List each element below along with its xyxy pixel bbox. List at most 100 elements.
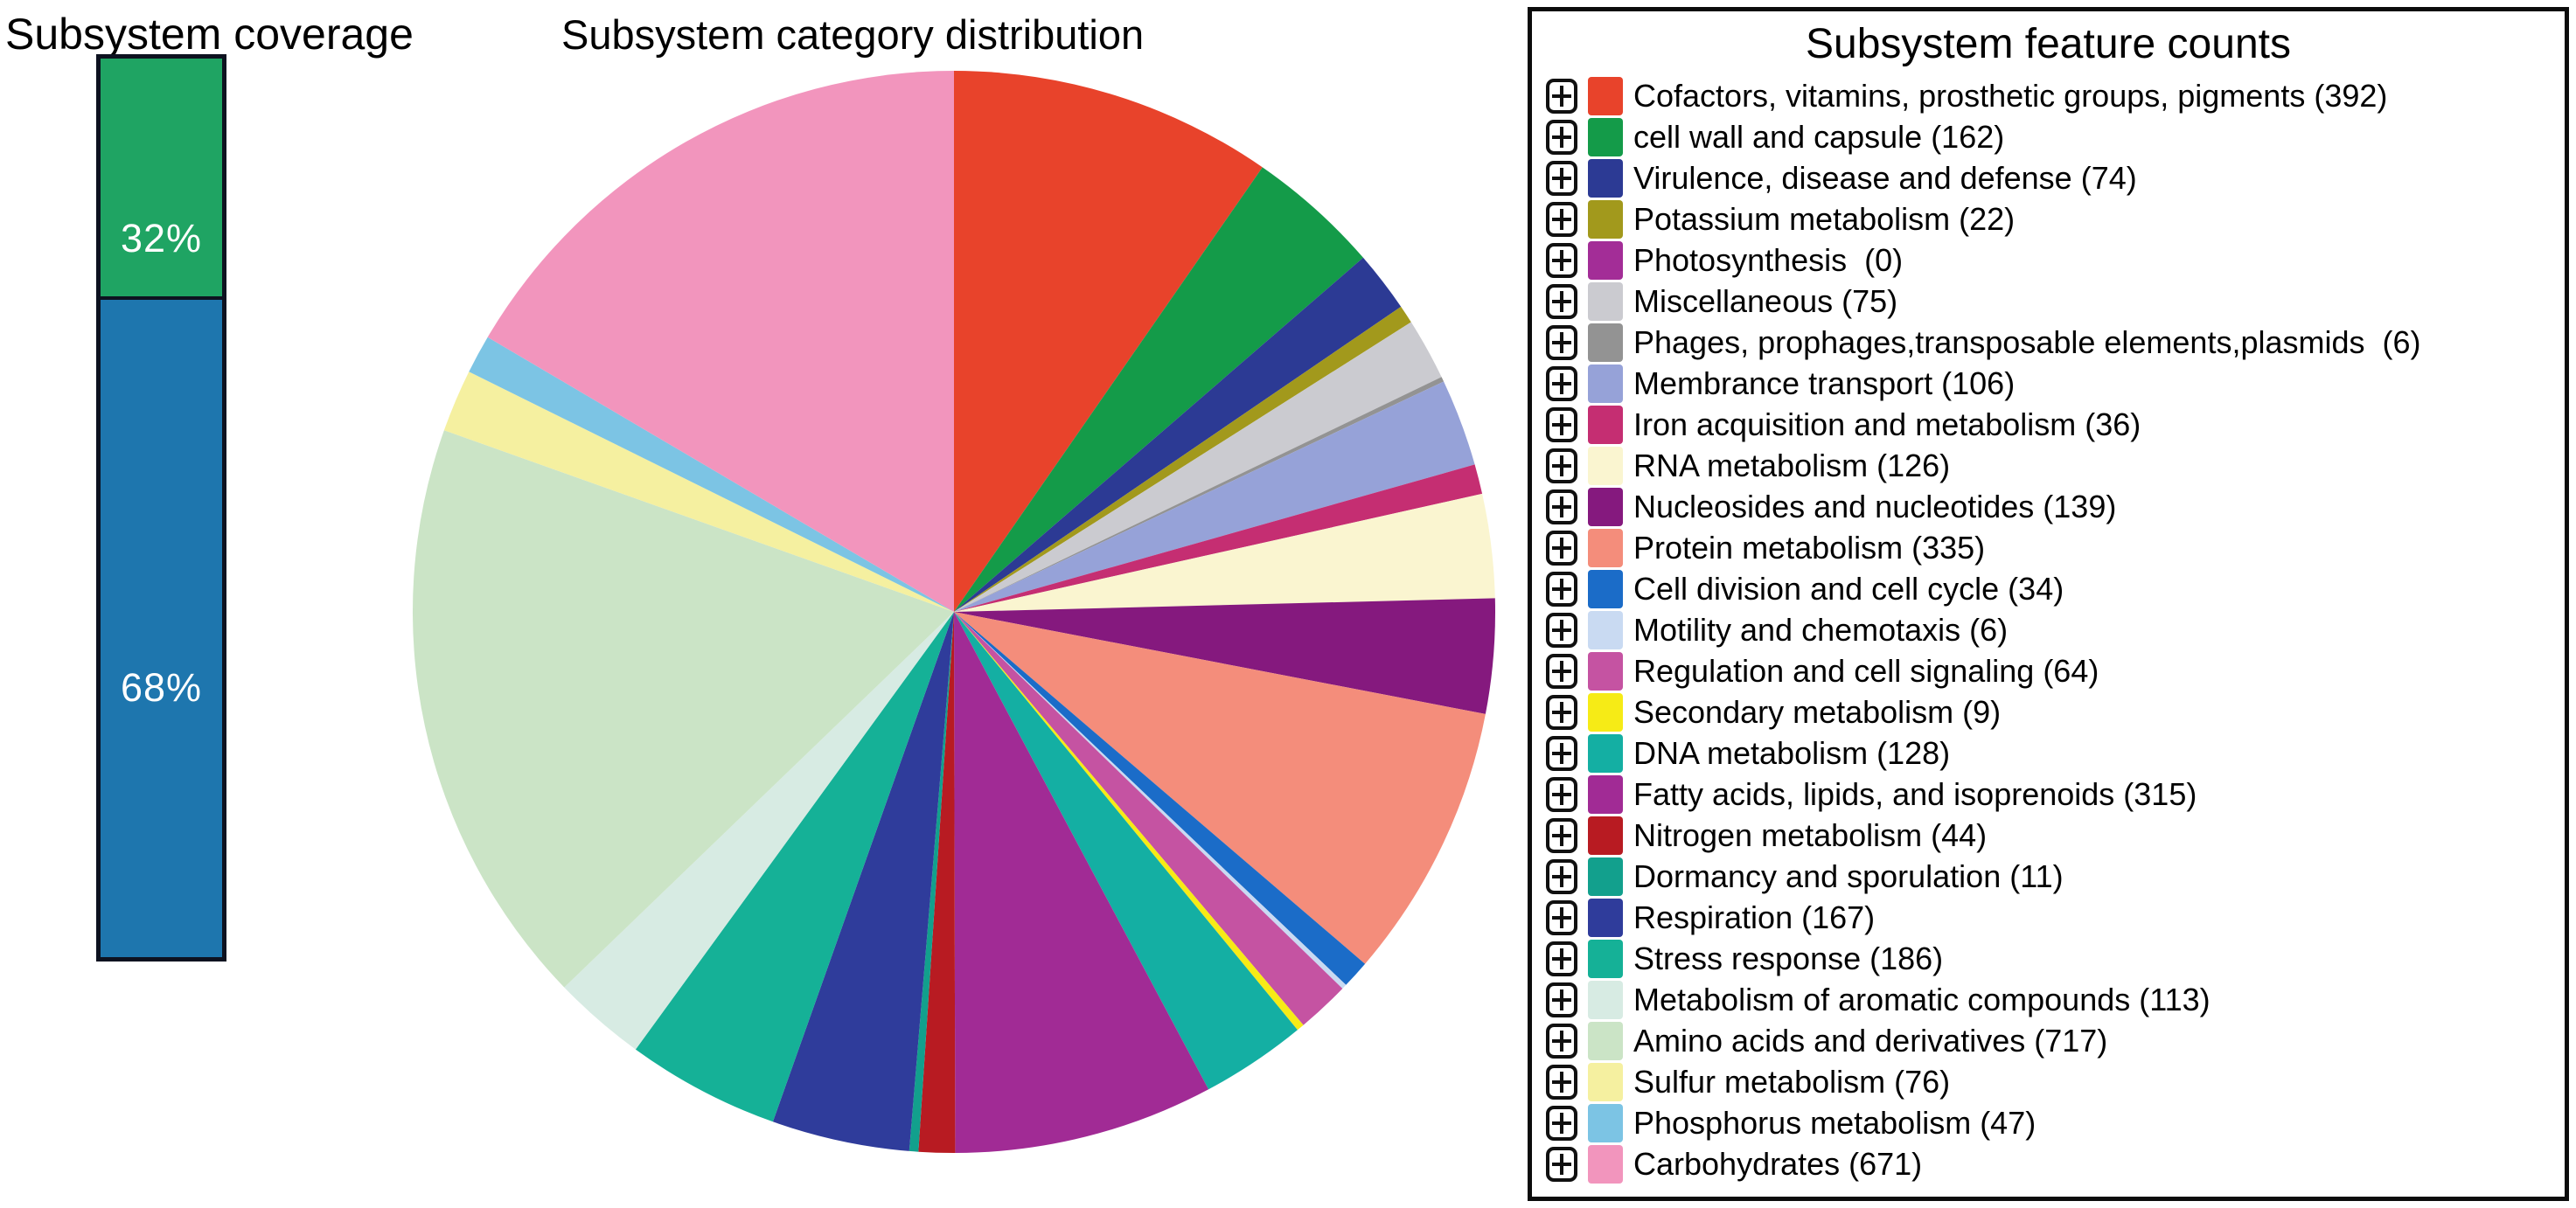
legend-row: Stress response (186) xyxy=(1546,938,2565,979)
pie-slice-22 xyxy=(564,612,954,1050)
pie-slice-7 xyxy=(954,381,1475,612)
legend-row: Cofactors, vitamins, prosthetic groups, … xyxy=(1546,75,2565,116)
expand-icon[interactable] xyxy=(1546,776,1577,812)
legend-color-swatch xyxy=(1588,1144,1623,1184)
expand-icon[interactable] xyxy=(1546,201,1577,237)
legend-color-swatch xyxy=(1588,980,1623,1019)
expand-icon[interactable] xyxy=(1546,735,1577,771)
expand-icon[interactable] xyxy=(1546,982,1577,1017)
expand-icon[interactable] xyxy=(1546,653,1577,689)
legend-row: Phages, prophages,transposable elements,… xyxy=(1546,322,2565,363)
expand-icon[interactable] xyxy=(1546,78,1577,114)
expand-icon[interactable] xyxy=(1546,119,1577,155)
legend-color-swatch xyxy=(1588,569,1623,608)
expand-icon[interactable] xyxy=(1546,530,1577,566)
expand-icon[interactable] xyxy=(1546,324,1577,360)
legend-row: Sulfur metabolism (76) xyxy=(1546,1061,2565,1102)
legend-label: Respiration (167) xyxy=(1633,899,1876,935)
legend-row: Virulence, disease and defense (74) xyxy=(1546,157,2565,198)
legend-row: Nitrogen metabolism (44) xyxy=(1546,815,2565,856)
legend-label: Miscellaneous (75) xyxy=(1633,282,1898,319)
legend-color-swatch xyxy=(1588,733,1623,773)
pie-slice-20 xyxy=(772,612,954,1151)
legend-row: cell wall and capsule (162) xyxy=(1546,116,2565,157)
pie-slice-12 xyxy=(954,612,1366,985)
legend-label: Membrance transport (106) xyxy=(1633,364,2016,401)
expand-icon[interactable] xyxy=(1546,1064,1577,1100)
legend-row: Amino acids and derivatives (717) xyxy=(1546,1020,2565,1061)
expand-icon[interactable] xyxy=(1546,448,1577,483)
legend-color-swatch xyxy=(1588,487,1623,526)
legend-color-swatch xyxy=(1588,76,1623,115)
legend-row: Regulation and cell signaling (64) xyxy=(1546,650,2565,691)
expand-icon[interactable] xyxy=(1546,160,1577,196)
legend-label: Secondary metabolism (9) xyxy=(1633,693,2002,730)
legend-row: Metabolism of aromatic compounds (113) xyxy=(1546,979,2565,1020)
legend-color-swatch xyxy=(1588,692,1623,732)
pie-slice-1 xyxy=(954,167,1363,612)
expand-icon[interactable] xyxy=(1546,817,1577,853)
legend-color-swatch xyxy=(1588,1062,1623,1101)
legend-color-swatch xyxy=(1588,774,1623,814)
expand-icon[interactable] xyxy=(1546,242,1577,278)
expand-icon[interactable] xyxy=(1546,406,1577,442)
legend-label: RNA metabolism (126) xyxy=(1633,447,1951,483)
expand-icon[interactable] xyxy=(1546,1105,1577,1141)
pie-slice-10 xyxy=(954,598,1496,714)
pie-slice-15 xyxy=(954,612,1304,1031)
legend-panel: Subsystem feature counts Cofactors, vita… xyxy=(1528,7,2569,1201)
coverage-segment-in-subsystems xyxy=(101,59,222,297)
pie-slice-21 xyxy=(635,612,954,1122)
legend-label: Virulence, disease and defense (74) xyxy=(1633,159,2137,196)
pie-slice-26 xyxy=(487,70,954,612)
legend-color-swatch xyxy=(1588,1103,1623,1142)
pie-chart-title: Subsystem category distribution xyxy=(561,11,1145,58)
expand-icon[interactable] xyxy=(1546,858,1577,894)
legend-label: Carbohydrates (671) xyxy=(1633,1145,1923,1182)
legend-color-swatch xyxy=(1588,323,1623,362)
pie-slice-6 xyxy=(954,377,1445,612)
expand-icon[interactable] xyxy=(1546,489,1577,524)
pie-slice-19 xyxy=(909,612,954,1152)
legend-row: Cell division and cell cycle (34) xyxy=(1546,568,2565,609)
expand-icon[interactable] xyxy=(1546,694,1577,730)
legend-color-swatch xyxy=(1588,939,1623,978)
legend-color-swatch xyxy=(1588,898,1623,937)
expand-icon[interactable] xyxy=(1546,283,1577,319)
legend-color-swatch xyxy=(1588,199,1623,239)
legend-label: Cell division and cell cycle (34) xyxy=(1633,570,2064,607)
expand-icon[interactable] xyxy=(1546,1146,1577,1182)
legend-color-swatch xyxy=(1588,1021,1623,1060)
coverage-segment-not-in-subsystems xyxy=(101,296,222,957)
legend-color-swatch xyxy=(1588,446,1623,485)
pie-slice-16 xyxy=(954,612,1298,1090)
pie-slice-11 xyxy=(954,612,1486,964)
pie-slice-0 xyxy=(954,71,1263,612)
legend-label: Nitrogen metabolism (44) xyxy=(1633,816,1988,853)
coverage-chart-title: Subsystem coverage xyxy=(5,10,414,59)
expand-icon[interactable] xyxy=(1546,365,1577,401)
legend-label: cell wall and capsule (162) xyxy=(1633,118,2005,155)
legend-label: Amino acids and derivatives (717) xyxy=(1633,1022,2108,1059)
legend-color-swatch xyxy=(1588,240,1623,280)
pie-slice-8 xyxy=(954,464,1483,612)
legend-label: Stress response (186) xyxy=(1633,940,1944,976)
legend-color-swatch xyxy=(1588,364,1623,403)
legend-label: DNA metabolism (128) xyxy=(1633,734,1951,771)
pie-slice-5 xyxy=(954,322,1442,612)
legend-row: Iron acquisition and metabolism (36) xyxy=(1546,404,2565,445)
pie-slice-13 xyxy=(954,612,1347,989)
legend-label: Phosphorus metabolism (47) xyxy=(1633,1104,2036,1141)
legend-color-swatch xyxy=(1588,857,1623,896)
legend-label: Regulation and cell signaling (64) xyxy=(1633,652,2099,689)
legend-row: Respiration (167) xyxy=(1546,897,2565,938)
legend-color-swatch xyxy=(1588,528,1623,567)
expand-icon[interactable] xyxy=(1546,571,1577,607)
expand-icon[interactable] xyxy=(1546,1023,1577,1059)
expand-icon[interactable] xyxy=(1546,941,1577,976)
legend-title: Subsystem feature counts xyxy=(1806,21,2291,67)
legend-color-swatch xyxy=(1588,158,1623,198)
pie-slice-3 xyxy=(954,306,1411,612)
expand-icon[interactable] xyxy=(1546,612,1577,648)
expand-icon[interactable] xyxy=(1546,899,1577,935)
